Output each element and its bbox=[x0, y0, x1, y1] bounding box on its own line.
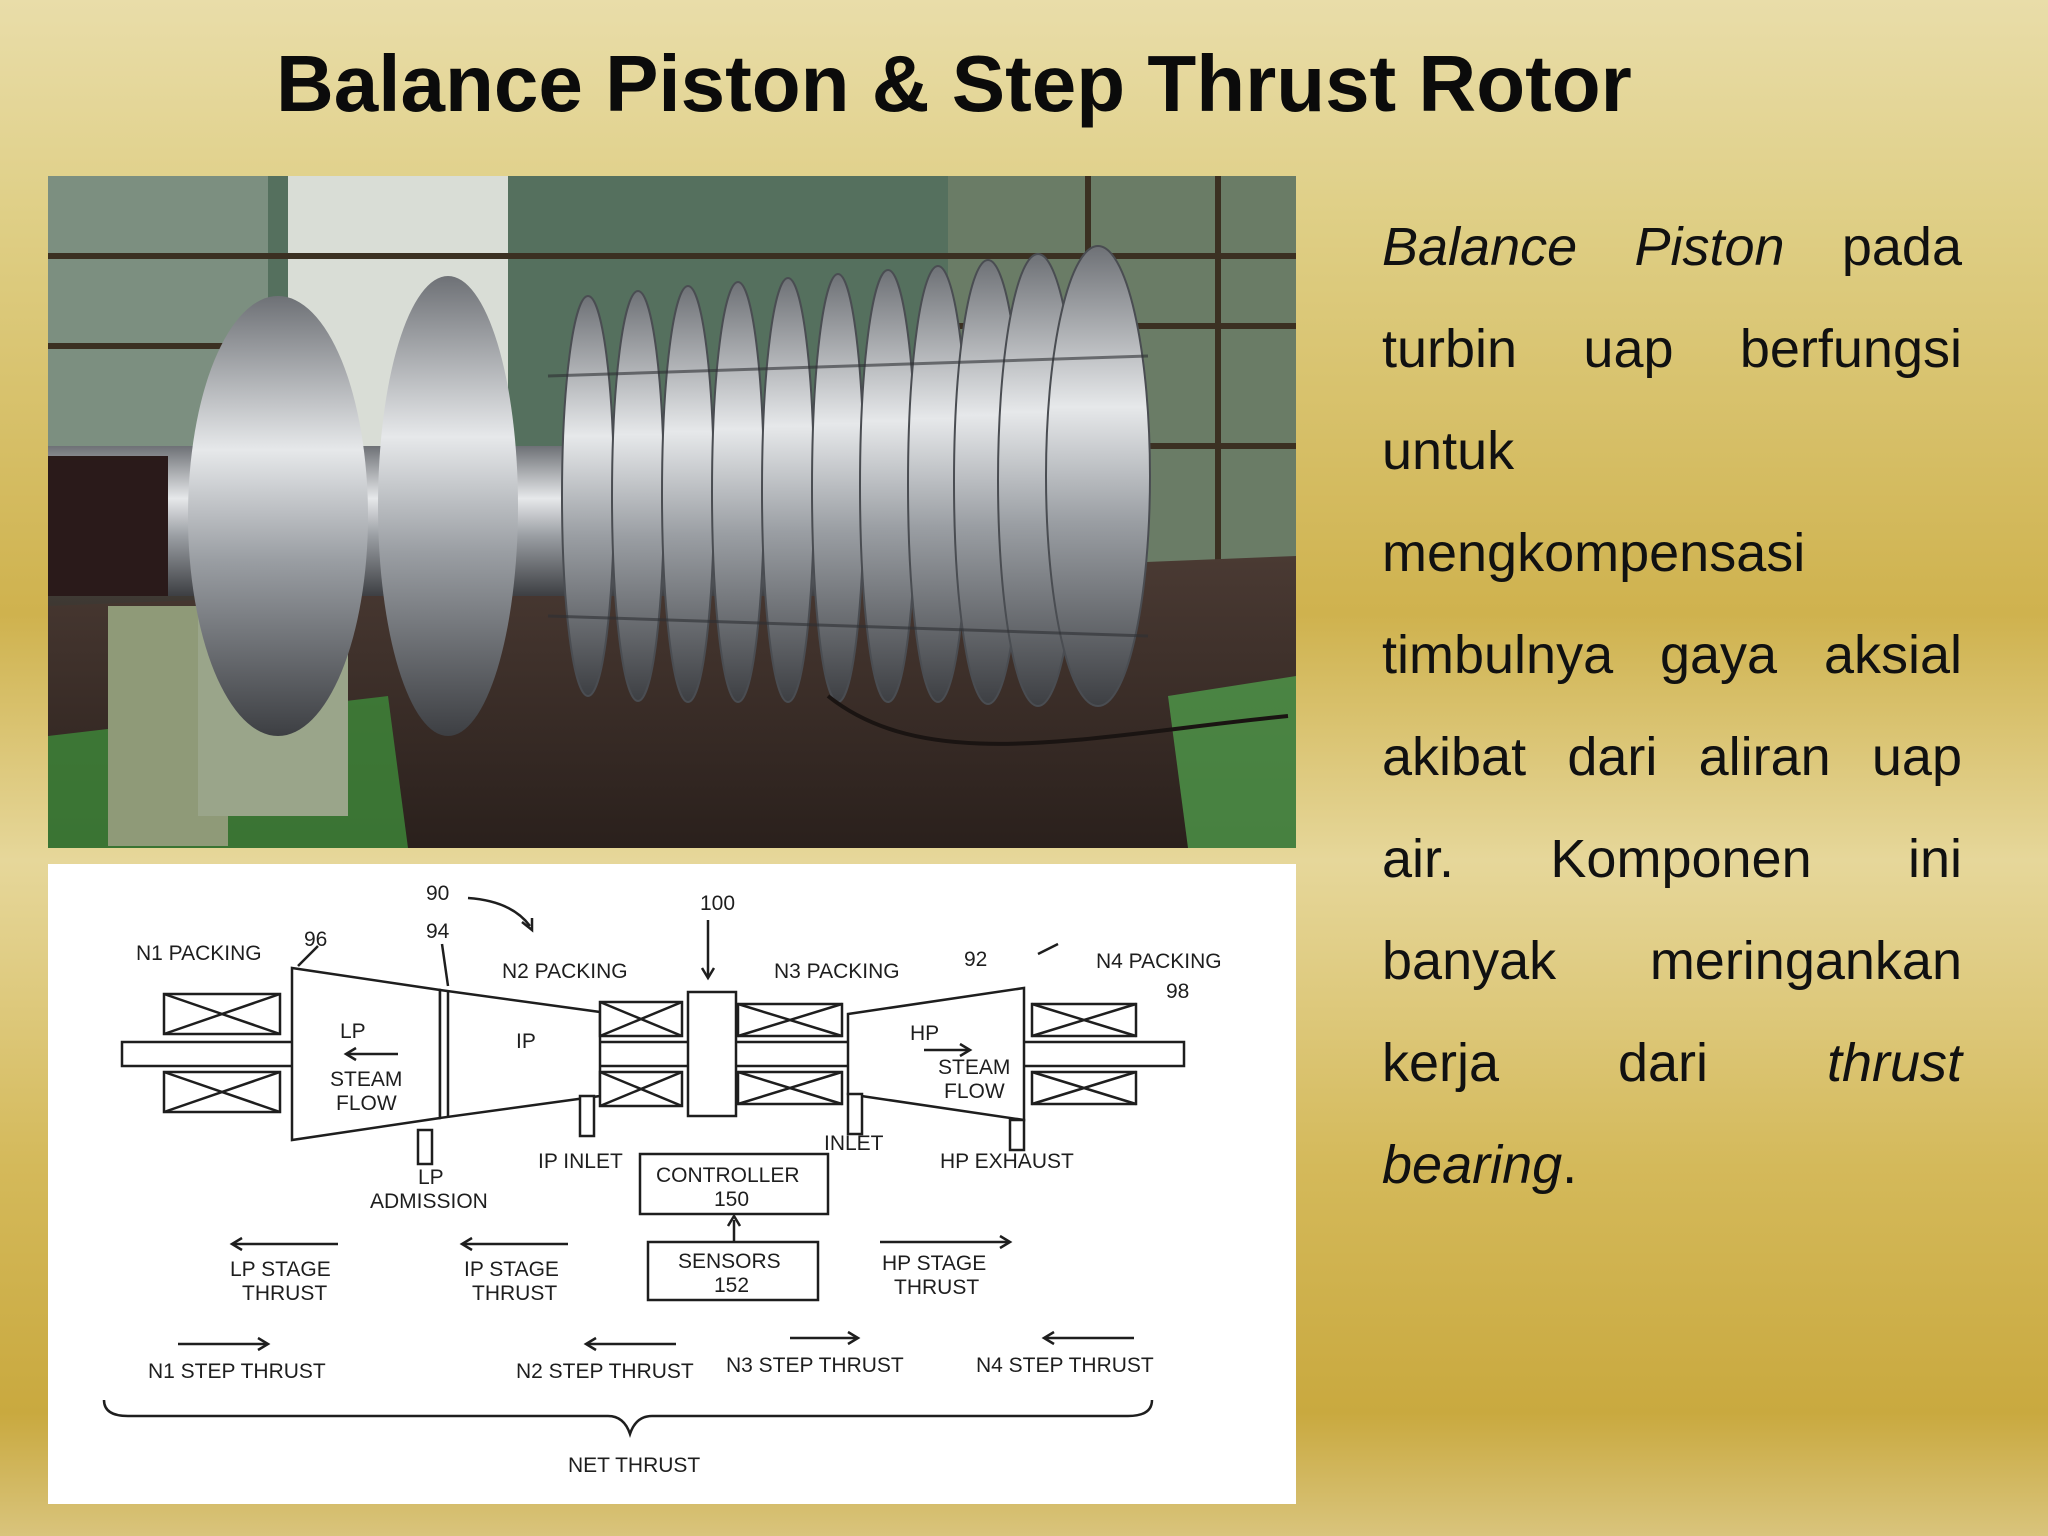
label-inlet: INLET bbox=[824, 1132, 884, 1155]
label-ref-90: 90 bbox=[426, 882, 449, 905]
word: uap bbox=[1583, 319, 1674, 379]
label-hp: HP bbox=[910, 1022, 939, 1045]
word: akibat bbox=[1382, 727, 1527, 787]
word: ini bbox=[1907, 829, 1962, 889]
rotor-photo bbox=[48, 176, 1296, 848]
word: meringankan bbox=[1649, 931, 1962, 991]
word: Piston bbox=[1634, 217, 1785, 277]
word: gaya bbox=[1659, 625, 1778, 685]
desc-line-1: Balance Piston pada bbox=[1382, 196, 1962, 298]
label-hp-stage: HP STAGE bbox=[882, 1252, 986, 1275]
label-lp-admission-2: ADMISSION bbox=[370, 1190, 488, 1213]
label-n4-step: N4 STEP THRUST bbox=[976, 1354, 1154, 1377]
label-ref-100: 100 bbox=[700, 892, 735, 915]
label-ref-94: 94 bbox=[426, 920, 450, 943]
desc-line-3: untuk bbox=[1382, 400, 1962, 502]
label-net-thrust: NET THRUST bbox=[568, 1454, 700, 1477]
word: mengkompensasi bbox=[1382, 523, 1806, 583]
word: . bbox=[1562, 1135, 1578, 1195]
label-ip-stage: IP STAGE bbox=[464, 1258, 559, 1281]
label-n4-packing: N4 PACKING bbox=[1096, 950, 1222, 973]
label-ip-inlet: IP INLET bbox=[538, 1150, 623, 1173]
word: turbin bbox=[1382, 319, 1518, 379]
label-n1-packing: N1 PACKING bbox=[136, 942, 262, 965]
word: aksial bbox=[1823, 625, 1962, 685]
label-sensors-num: 152 bbox=[714, 1274, 749, 1297]
label-n2-packing: N2 PACKING bbox=[502, 960, 628, 983]
balance-piston bbox=[686, 990, 738, 1118]
label-sensors: SENSORS bbox=[678, 1250, 781, 1273]
word: dari bbox=[1617, 1033, 1709, 1093]
label-ref-92: 92 bbox=[964, 948, 987, 971]
label-ip-stage-thrust: THRUST bbox=[472, 1282, 557, 1305]
label-lp-admission-1: LP bbox=[418, 1166, 444, 1189]
word: uap bbox=[1871, 727, 1962, 787]
word: timbulnya bbox=[1382, 625, 1614, 685]
label-controller: CONTROLLER bbox=[656, 1164, 800, 1187]
word: air. bbox=[1382, 829, 1455, 889]
word: dari bbox=[1567, 727, 1658, 787]
label-ref-98: 98 bbox=[1166, 980, 1189, 1003]
label-n1-step: N1 STEP THRUST bbox=[148, 1360, 326, 1383]
word: untuk bbox=[1382, 421, 1515, 481]
label-n3-step: N3 STEP THRUST bbox=[726, 1354, 904, 1377]
label-lp-stage: LP STAGE bbox=[230, 1258, 331, 1281]
label-hp-exhaust: HP EXHAUST bbox=[940, 1150, 1074, 1173]
word: banyak bbox=[1382, 931, 1557, 991]
label-lp-stage-thrust: THRUST bbox=[242, 1282, 327, 1305]
desc-line-6: akibat dari aliran uap bbox=[1382, 706, 1962, 808]
label-lp-steam: STEAM bbox=[330, 1068, 402, 1091]
desc-line-10: bearing. bbox=[1382, 1114, 1962, 1216]
desc-line-5: timbulnya gaya aksial bbox=[1382, 604, 1962, 706]
desc-line-7: air. Komponen ini bbox=[1382, 808, 1962, 910]
description-text: Balance Piston pada turbin uap berfungsi… bbox=[1382, 196, 1962, 1216]
label-hp-stage-thrust: THRUST bbox=[894, 1276, 979, 1299]
sensors-box bbox=[646, 1240, 820, 1302]
thrust-diagram: N1 PACKING 96 94 90 N2 PACKING 100 N3 PA… bbox=[48, 864, 1296, 1504]
desc-line-8: banyak meringankan bbox=[1382, 910, 1962, 1012]
label-lp-flow: FLOW bbox=[336, 1092, 397, 1115]
desc-line-2: turbin uap berfungsi bbox=[1382, 298, 1962, 400]
label-controller-num: 150 bbox=[714, 1188, 749, 1211]
word: Komponen bbox=[1550, 829, 1812, 889]
controller-box bbox=[638, 1152, 830, 1216]
word: Balance bbox=[1382, 217, 1578, 277]
word: thrust bbox=[1826, 1033, 1962, 1093]
word: aliran bbox=[1698, 727, 1831, 787]
label-lp: LP bbox=[340, 1020, 366, 1043]
word: bearing bbox=[1382, 1135, 1563, 1195]
label-ip: IP bbox=[516, 1030, 536, 1053]
label-hp-flow: FLOW bbox=[944, 1080, 1005, 1103]
desc-line-9: kerja dari thrust bbox=[1382, 1012, 1962, 1114]
desc-line-4: mengkompensasi bbox=[1382, 502, 1962, 604]
word: kerja bbox=[1382, 1033, 1500, 1093]
label-n3-packing: N3 PACKING bbox=[774, 960, 900, 983]
rotor-illustration bbox=[48, 176, 1296, 848]
slide-title: Balance Piston & Step Thrust Rotor bbox=[276, 39, 1632, 128]
word: berfungsi bbox=[1739, 319, 1962, 379]
label-n2-step: N2 STEP THRUST bbox=[516, 1360, 694, 1383]
word: pada bbox=[1841, 217, 1962, 277]
thrust-diagram-svg: N1 PACKING 96 94 90 N2 PACKING 100 N3 PA… bbox=[102, 882, 1222, 1477]
label-ref-96: 96 bbox=[304, 928, 327, 951]
label-hp-steam: STEAM bbox=[938, 1056, 1010, 1079]
ip-section bbox=[438, 988, 602, 1120]
